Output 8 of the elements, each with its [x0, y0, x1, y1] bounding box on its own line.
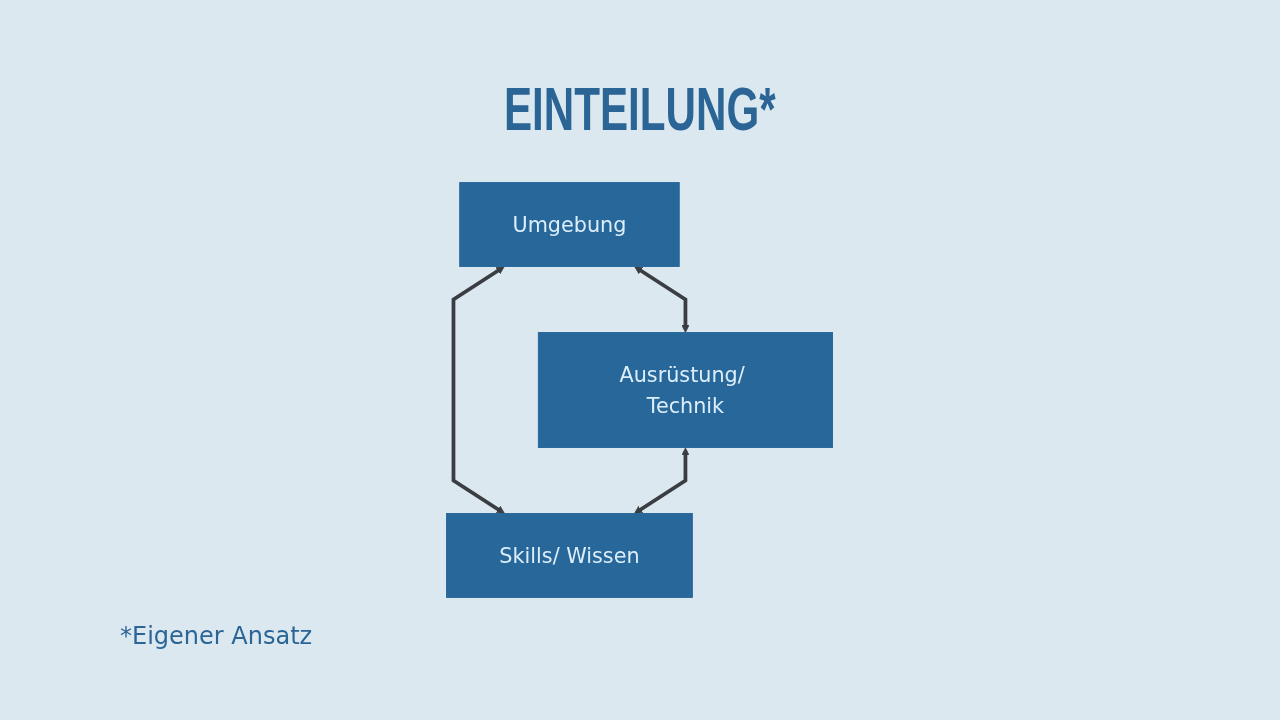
- node-box: Umgebung: [459, 182, 681, 267]
- arrow: [634, 447, 691, 514]
- title: EINTEILUNG*: [504, 78, 776, 140]
- arrow: [452, 266, 506, 514]
- caption: *Eigener Ansatz: [120, 622, 313, 650]
- node-box: Ausrüstung/ Technik: [538, 332, 834, 448]
- node-box: Skills/ Wissen: [446, 513, 694, 598]
- arrow: [634, 266, 691, 333]
